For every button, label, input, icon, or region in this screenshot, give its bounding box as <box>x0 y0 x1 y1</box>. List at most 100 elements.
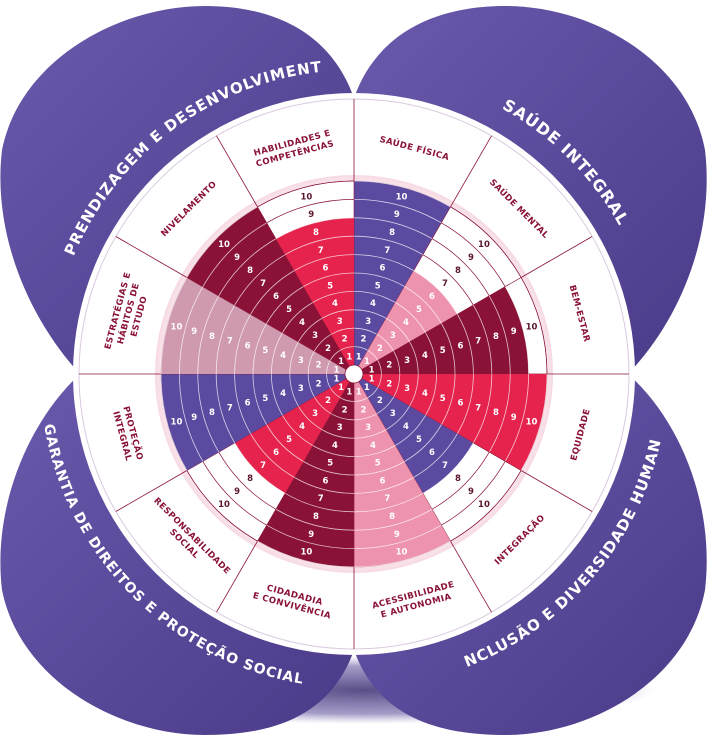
ring-arc <box>395 302 426 333</box>
ring-arc <box>234 314 251 375</box>
wheel-segments <box>160 180 548 568</box>
ring-number: 5 <box>416 435 422 445</box>
ring-arc <box>353 429 387 439</box>
segment-nivelamento <box>186 206 350 370</box>
ring-arc <box>186 206 258 278</box>
ring-arc <box>312 445 355 457</box>
ring-number: 4 <box>280 389 286 399</box>
ring-number: 1 <box>356 388 362 398</box>
ring-number: 8 <box>313 512 319 522</box>
ring-number: 8 <box>209 332 215 342</box>
ring-number: 5 <box>416 305 422 315</box>
ring-arc <box>413 433 458 478</box>
ring-arc <box>294 254 355 271</box>
ring-arc <box>321 429 355 439</box>
ring-number: 7 <box>318 246 324 256</box>
ring-number: 10 <box>301 192 313 202</box>
ring-arc <box>298 318 323 343</box>
ring-arc <box>457 314 474 375</box>
ring-arc <box>307 373 315 398</box>
ring-number: 4 <box>403 318 409 328</box>
ring-arc <box>202 461 267 526</box>
ring-arc <box>353 309 387 319</box>
segment-divider <box>216 540 258 613</box>
ring-number: 7 <box>442 461 448 471</box>
ring-number: 5 <box>262 346 268 356</box>
ring-number: 9 <box>468 253 474 263</box>
ring-arc <box>330 327 355 335</box>
segment-fill <box>257 381 354 567</box>
ring-number: 10 <box>526 322 538 332</box>
ring-arc <box>257 180 355 208</box>
ring-number: 2 <box>386 361 392 371</box>
ring-arc <box>234 254 286 306</box>
ring-number: 10 <box>171 322 183 332</box>
ring-arc <box>441 323 456 375</box>
ring-arc <box>431 451 490 510</box>
ring-arc <box>252 323 267 375</box>
ring-number: 1 <box>369 365 375 375</box>
ring-arc <box>353 477 414 494</box>
ring-arc <box>294 477 355 494</box>
ring-number: 9 <box>468 487 474 497</box>
ring-number: 10 <box>478 500 490 510</box>
ring-number: 5 <box>262 394 268 404</box>
ring-number: 7 <box>475 337 481 347</box>
ring-arc <box>266 286 304 324</box>
ring-arc <box>457 373 474 434</box>
ring-arc <box>313 396 332 415</box>
ring-number: 5 <box>286 435 292 445</box>
segment-acessibilidade <box>353 381 451 568</box>
ring-number: 8 <box>493 408 499 418</box>
ring-number: 8 <box>389 512 395 522</box>
ring-number: 7 <box>227 403 233 413</box>
ring-number: 2 <box>342 405 348 415</box>
ring-number: 3 <box>365 317 371 327</box>
ring-number: 2 <box>325 344 331 354</box>
ring-arc <box>266 524 355 549</box>
ring-arc <box>234 373 251 434</box>
ring-arc <box>385 318 410 343</box>
ring-number: 2 <box>377 344 383 354</box>
ring-number: 1 <box>333 375 339 385</box>
ring-number: 9 <box>308 210 314 220</box>
ring-number: 2 <box>386 379 392 389</box>
ring-arc <box>271 373 283 416</box>
ring-arc <box>179 373 204 462</box>
ring-arc <box>353 445 396 457</box>
ring-number: 1 <box>364 357 370 367</box>
ring-number: 10 <box>396 548 408 558</box>
segment-fill <box>275 217 354 367</box>
ring-arc <box>250 433 295 478</box>
ring-arc <box>266 424 304 462</box>
ring-arc <box>266 199 355 224</box>
ring-arc <box>450 206 522 278</box>
ring-number: 1 <box>364 383 370 393</box>
ring-number: 10 <box>478 240 490 250</box>
ring-arc <box>425 332 437 375</box>
ring-arc <box>488 295 511 375</box>
segment-bem-estar <box>361 277 548 375</box>
ring-number: 8 <box>455 266 461 276</box>
ring-arc <box>289 373 299 407</box>
ring-arc <box>289 341 299 375</box>
ring-arc <box>431 238 490 297</box>
ring-number: 9 <box>394 210 400 220</box>
ring-number: 9 <box>511 413 517 423</box>
segment-saude-mental <box>358 206 522 370</box>
ring-number: 1 <box>338 357 344 367</box>
wheel-hub <box>344 364 364 384</box>
ring-number: 3 <box>390 331 396 341</box>
ring-number: 10 <box>171 418 183 428</box>
segment-divider <box>216 135 258 208</box>
ring-number: 3 <box>312 331 318 341</box>
ring-number: 10 <box>526 418 538 428</box>
segment-fill <box>234 378 350 494</box>
ring-arc <box>422 254 474 306</box>
ring-number: 5 <box>375 281 381 291</box>
ring-arc <box>504 286 529 375</box>
ring-number: 9 <box>234 253 240 263</box>
ring-arc <box>395 415 426 446</box>
